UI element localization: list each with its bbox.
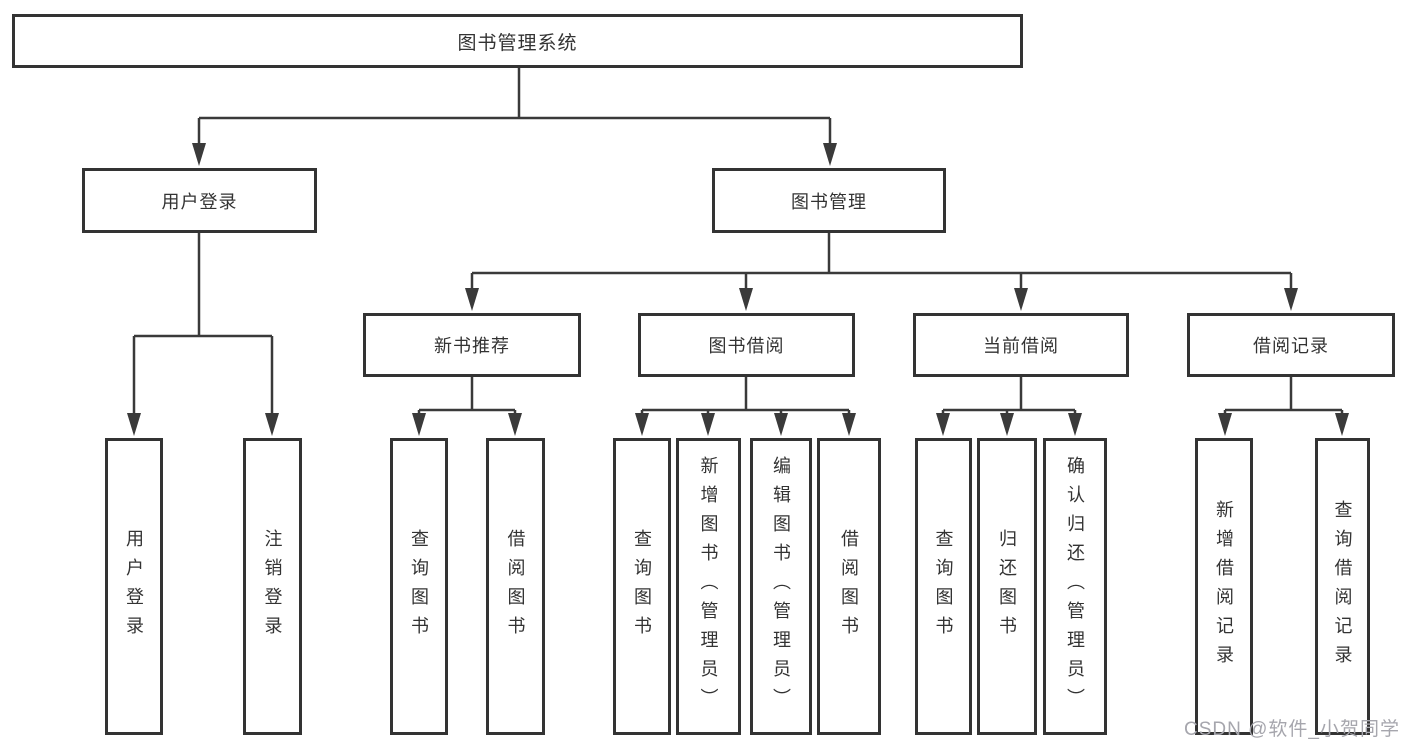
node-user-login-branch: 用户登录	[82, 168, 317, 233]
node-library-management-system: 图书管理系统	[12, 14, 1023, 68]
leaf-query-books-borrowing: 查询图书	[613, 438, 671, 735]
leaf-add-borrow-record: 新增借阅记录	[1195, 438, 1253, 735]
node-book-management-branch: 图书管理	[712, 168, 946, 233]
leaf-borrow-books-recommend: 借阅图书	[486, 438, 545, 735]
node-new-book-recommend: 新书推荐	[363, 313, 581, 377]
arrowhead-icons	[127, 143, 1349, 436]
leaf-edit-books-admin: 编辑图书（管理员）	[750, 438, 812, 735]
csdn-watermark: CSDN @软件_小贺同学	[1184, 719, 1400, 740]
leaf-query-borrow-record: 查询借阅记录	[1315, 438, 1370, 735]
leaf-confirm-return-admin: 确认归还（管理员）	[1043, 438, 1107, 735]
leaf-logout: 注销登录	[243, 438, 302, 735]
leaf-add-books-admin: 新增图书（管理员）	[676, 438, 741, 735]
node-book-borrowing: 图书借阅	[638, 313, 855, 377]
leaf-query-books-recommend: 查询图书	[390, 438, 448, 735]
node-current-borrowing: 当前借阅	[913, 313, 1129, 377]
leaf-query-books-current: 查询图书	[915, 438, 972, 735]
node-borrowing-records: 借阅记录	[1187, 313, 1395, 377]
leaf-borrow-books-borrowing: 借阅图书	[817, 438, 881, 735]
leaf-return-books: 归还图书	[977, 438, 1037, 735]
leaf-user-login: 用户登录	[105, 438, 163, 735]
